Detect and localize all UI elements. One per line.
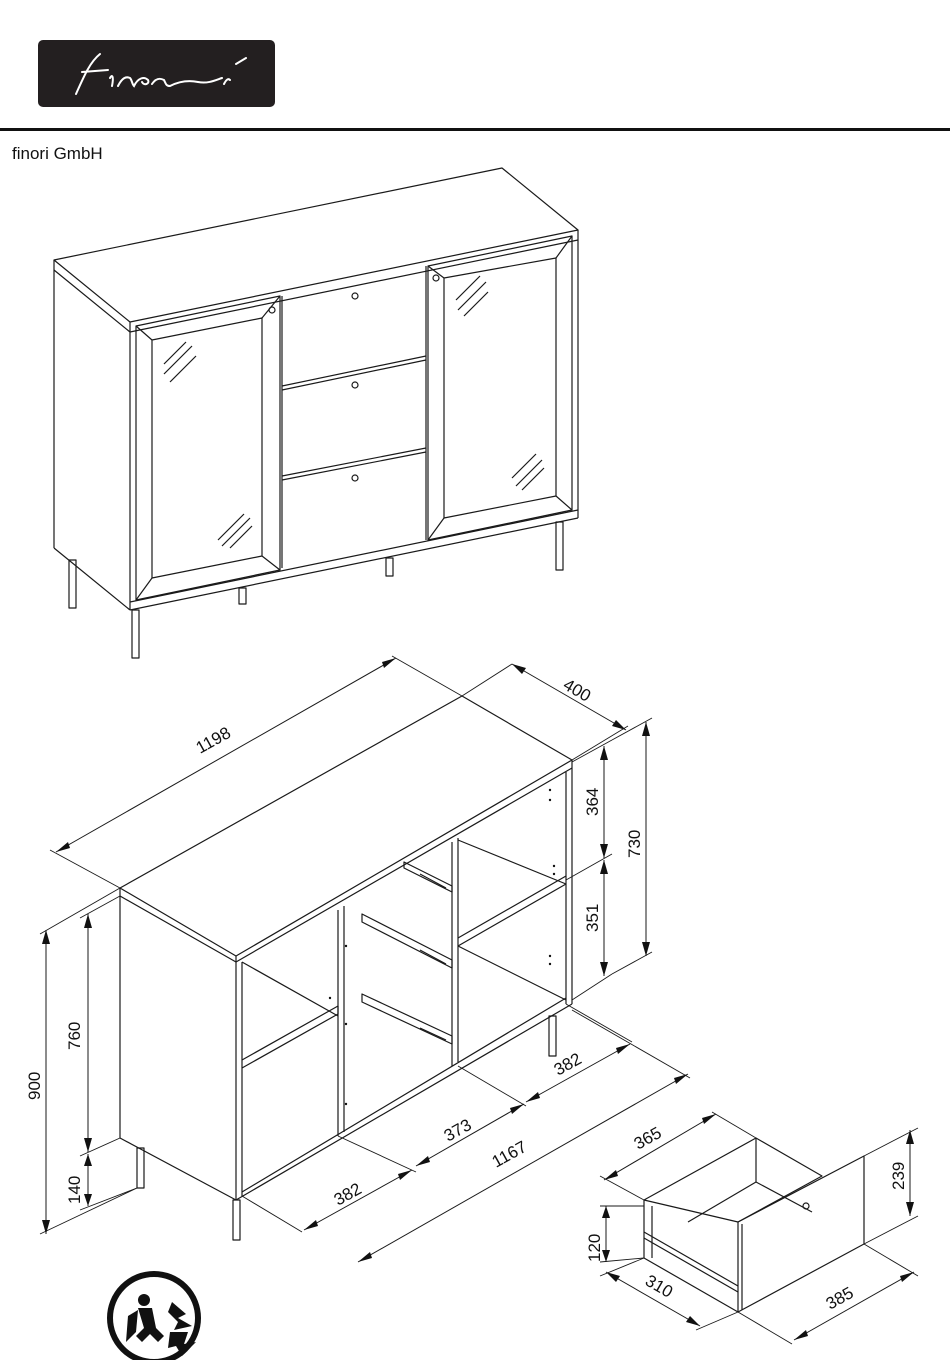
dim-382-left: 382 [331,1179,365,1209]
sideboard-perspective [54,168,578,658]
dim-1167: 1167 [489,1137,530,1171]
dim-351: 351 [583,904,602,932]
dim-1198: 1198 [193,723,234,757]
dim-310: 310 [642,1271,676,1302]
dim-140: 140 [65,1176,84,1204]
dim-365: 365 [631,1123,665,1153]
dim-760: 760 [65,1022,84,1050]
dim-400: 400 [560,675,594,706]
dim-239: 239 [889,1162,908,1190]
drawer-runners [362,862,452,1044]
dimension-labels: 1198 400 364 351 730 900 760 140 382 373… [25,675,908,1313]
recycling-icon [110,1274,198,1360]
dim-364: 364 [583,788,602,816]
dim-385: 385 [823,1283,857,1313]
dim-373: 373 [441,1115,475,1145]
dim-900: 900 [25,1072,44,1100]
dim-120: 120 [585,1234,604,1262]
dim-730: 730 [625,830,644,858]
